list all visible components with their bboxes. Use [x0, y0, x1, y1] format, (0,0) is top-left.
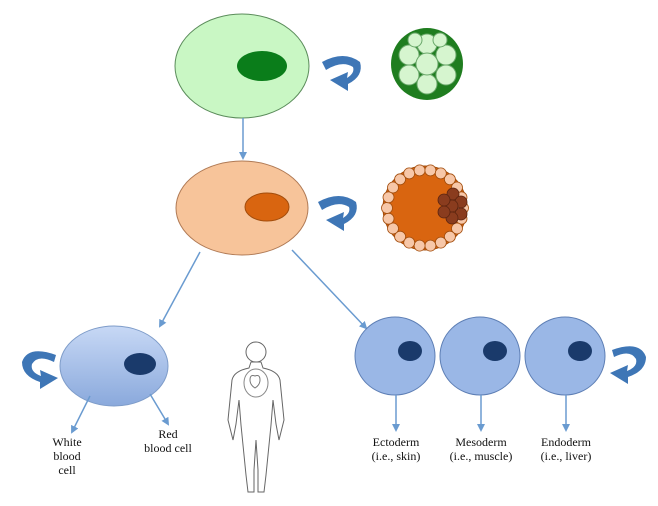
red-blood-cell-label: Red blood cell	[144, 427, 192, 455]
trophoblast-cell	[424, 239, 437, 252]
human-body-icon	[227, 341, 285, 493]
trophoblast-cell	[434, 236, 447, 249]
trophoblast-cell	[381, 202, 393, 214]
morula-cell	[435, 44, 457, 66]
head	[245, 341, 267, 363]
trophoblast-cell	[424, 164, 437, 177]
totipotent-cell-nucleus	[237, 51, 287, 81]
morula-cell	[432, 32, 448, 48]
ectoderm-cell	[354, 316, 436, 396]
self-renewal-arrow-icon	[22, 351, 58, 389]
ectoderm-label: Ectoderm (i.e., skin)	[372, 435, 421, 463]
mesoderm-cell-body	[439, 316, 521, 396]
trophoblast-cell	[403, 236, 416, 249]
blood-stem-cell	[59, 325, 169, 407]
trophoblast-cell	[443, 173, 456, 186]
mesoderm-cell	[439, 316, 521, 396]
inner-cell-mass	[437, 187, 468, 225]
endoderm-cell	[524, 316, 606, 396]
trophoblast-cell	[387, 222, 399, 235]
self-renewal-arrow-icon	[610, 346, 646, 384]
pluripotent-cell	[175, 160, 309, 256]
pluripotent-cell-body	[175, 160, 309, 256]
trophoblast-cell	[443, 230, 456, 243]
morula-cell	[415, 52, 439, 76]
white-blood-cell-label: White blood cell	[52, 435, 81, 477]
endoderm-label: Endoderm (i.e., liver)	[541, 435, 592, 463]
self-renewal-arrow-icon	[322, 56, 361, 91]
morula-cell	[407, 32, 423, 48]
arrow-to-hematopoietic	[159, 251, 201, 328]
blastocyst	[381, 164, 469, 252]
morula	[391, 28, 463, 100]
trophoblast-cell	[394, 173, 407, 186]
trophoblast-cell	[413, 239, 426, 252]
white-blood-cell-label-line: cell	[58, 463, 76, 477]
totipotent-cell	[174, 13, 310, 119]
arrow-to-germ-layers	[291, 249, 368, 330]
blood-stem-cell-nucleus	[124, 353, 156, 375]
red-blood-cell-label-line: Red	[158, 427, 177, 441]
mesoderm-label-line: Mesoderm	[455, 435, 507, 449]
mesoderm-label-line: (i.e., muscle)	[450, 449, 513, 463]
morula-cell	[398, 64, 420, 86]
endoderm-label-line: (i.e., liver)	[541, 449, 592, 463]
endoderm-cell-nucleus	[568, 341, 592, 361]
arrow-to-white-blood-cell	[71, 395, 91, 434]
trophoblast-cell	[387, 181, 399, 194]
white-blood-cell-label-line: blood	[53, 449, 80, 463]
trophoblast-cell	[382, 212, 395, 225]
torso	[227, 361, 285, 493]
trophoblast-cell	[434, 167, 447, 180]
pluripotent-cell-nucleus	[244, 192, 290, 222]
endoderm-label-line: Endoderm	[541, 435, 592, 449]
endoderm-cell-body	[524, 316, 606, 396]
inner-mass-cell	[437, 193, 451, 207]
blood-stem-cell-body	[59, 325, 169, 407]
mesoderm-label: Mesoderm (i.e., muscle)	[450, 435, 513, 463]
trophoblast-cell	[413, 164, 426, 177]
inner-mass-cell	[437, 205, 451, 219]
trophoblast-cell	[382, 191, 395, 204]
white-blood-cell-label-line: White	[52, 435, 81, 449]
red-blood-cell-label-line: blood cell	[144, 441, 192, 455]
arrow-to-red-blood-cell	[149, 393, 170, 426]
morula-cells	[398, 32, 457, 95]
heart-icon	[249, 375, 261, 389]
ectoderm-label-line: Ectoderm	[373, 435, 420, 449]
mesoderm-cell-nucleus	[483, 341, 507, 361]
trophoblast-cell	[403, 167, 416, 180]
ectoderm-cell-nucleus	[398, 341, 422, 361]
trophoblast-cell	[451, 222, 463, 235]
ectoderm-label-line: (i.e., skin)	[372, 449, 421, 463]
ectoderm-cell-body	[354, 316, 436, 396]
trophoblast-cell	[394, 230, 407, 243]
morula-cell	[416, 73, 438, 95]
self-renewal-arrow-icon	[318, 196, 357, 231]
morula-cell	[435, 64, 457, 86]
